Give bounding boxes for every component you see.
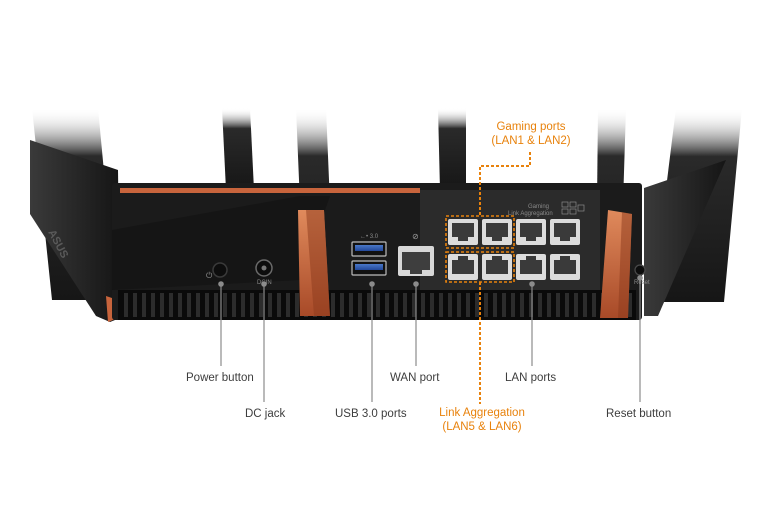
reset-silkscreen: Reset [634, 280, 650, 286]
vent-fin [358, 293, 362, 317]
power-button: ⏻ [206, 262, 228, 280]
vent-fin [133, 293, 137, 317]
lan-port-socket [516, 219, 546, 245]
vent-fin [160, 293, 164, 317]
power-button-label: Power button [186, 372, 254, 384]
antenna-center-right [438, 108, 466, 190]
vent-fin [250, 293, 254, 317]
vent-fin [457, 293, 461, 317]
vent-fins [124, 293, 632, 317]
link-aggregation-title: Link Aggregation [439, 407, 525, 419]
vent-fin [394, 293, 398, 317]
vent-fin [124, 293, 128, 317]
lan-port-socket [482, 254, 512, 280]
vent-fin [205, 293, 209, 317]
vent-fin [223, 293, 227, 317]
vent-fin [511, 293, 515, 317]
lan-port-socket [550, 254, 580, 280]
link-aggregation-label: Link Aggregation (LAN5 & LAN6) [432, 406, 532, 434]
vent-fin [385, 293, 389, 317]
vent-fin [493, 293, 497, 317]
vent-fin [295, 293, 299, 317]
vent-fin [232, 293, 236, 317]
reset-button: Reset [634, 264, 650, 286]
vent-fin [475, 293, 479, 317]
vent-fin [592, 293, 596, 317]
lan-ports-label: LAN ports [505, 372, 557, 384]
gaming-silkscreen: Gaming [528, 204, 549, 210]
vent-fin [376, 293, 380, 317]
gaming-ports-label: Gaming ports (LAN1 & LAN2) [486, 120, 576, 148]
usb-silkscreen: ←• 3.0 [360, 234, 379, 240]
gaming-ports-title: Gaming ports [496, 121, 566, 133]
vent-fin [241, 293, 245, 317]
reset-button-label: Reset button [606, 408, 672, 420]
vent-fin [628, 293, 632, 317]
vent-fin [484, 293, 488, 317]
svg-text:⏻: ⏻ [206, 271, 213, 280]
antenna-left-inner [222, 108, 254, 190]
silkscreen-port-icons [561, 201, 585, 215]
vent-fin [574, 293, 578, 317]
vent-fin [196, 293, 200, 317]
antenna-bases [298, 210, 632, 318]
vent-fin [340, 293, 344, 317]
lan-port-socket [550, 219, 580, 245]
vent-fin [151, 293, 155, 317]
vent-fin [466, 293, 470, 317]
vent-fin [430, 293, 434, 317]
vent-fin [529, 293, 533, 317]
vent-fin [412, 293, 416, 317]
vent-fin [502, 293, 506, 317]
orange-callout-lines [479, 152, 531, 404]
dc-jack-label: DC jack [245, 408, 286, 420]
vent-fin [349, 293, 353, 317]
vent-fin [367, 293, 371, 317]
right-wing [644, 160, 726, 316]
vent-fin [169, 293, 173, 317]
link-aggregation-subtitle: (LAN5 & LAN6) [442, 421, 522, 433]
wan-port: ⊘ [398, 232, 434, 276]
lan-port-socket [448, 254, 478, 280]
vent-fin [214, 293, 218, 317]
vent-fin [268, 293, 272, 317]
vent-fin [259, 293, 263, 317]
vent-fin [583, 293, 587, 317]
vent-fin [556, 293, 560, 317]
vent-fin [421, 293, 425, 317]
gaming-callout-line [479, 152, 531, 216]
wan-port-label: WAN port [390, 372, 440, 384]
usb-ports: ←• 3.0 [351, 234, 387, 276]
leader-lines [218, 275, 643, 402]
vent-fin [331, 293, 335, 317]
vent-fin [277, 293, 281, 317]
lan-port-socket [448, 219, 478, 245]
lan-port-socket [516, 254, 546, 280]
vent-fin [187, 293, 191, 317]
vent-fin [178, 293, 182, 317]
usb-ports-label: USB 3.0 ports [335, 408, 407, 420]
link-aggregation-silkscreen: Link Aggregation [508, 211, 553, 217]
vent-fin [520, 293, 524, 317]
vent-fin [286, 293, 290, 317]
vent-fin [547, 293, 551, 317]
vent-fin [142, 293, 146, 317]
vent-fin [439, 293, 443, 317]
vent-fin [538, 293, 542, 317]
gaming-ports-subtitle: (LAN1 & LAN2) [491, 135, 571, 147]
vent-fin [565, 293, 569, 317]
lan-ports [448, 219, 580, 280]
vent-fin [403, 293, 407, 317]
vent-fin [448, 293, 452, 317]
lan-port-socket [482, 219, 512, 245]
svg-text:⊘: ⊘ [412, 232, 419, 241]
